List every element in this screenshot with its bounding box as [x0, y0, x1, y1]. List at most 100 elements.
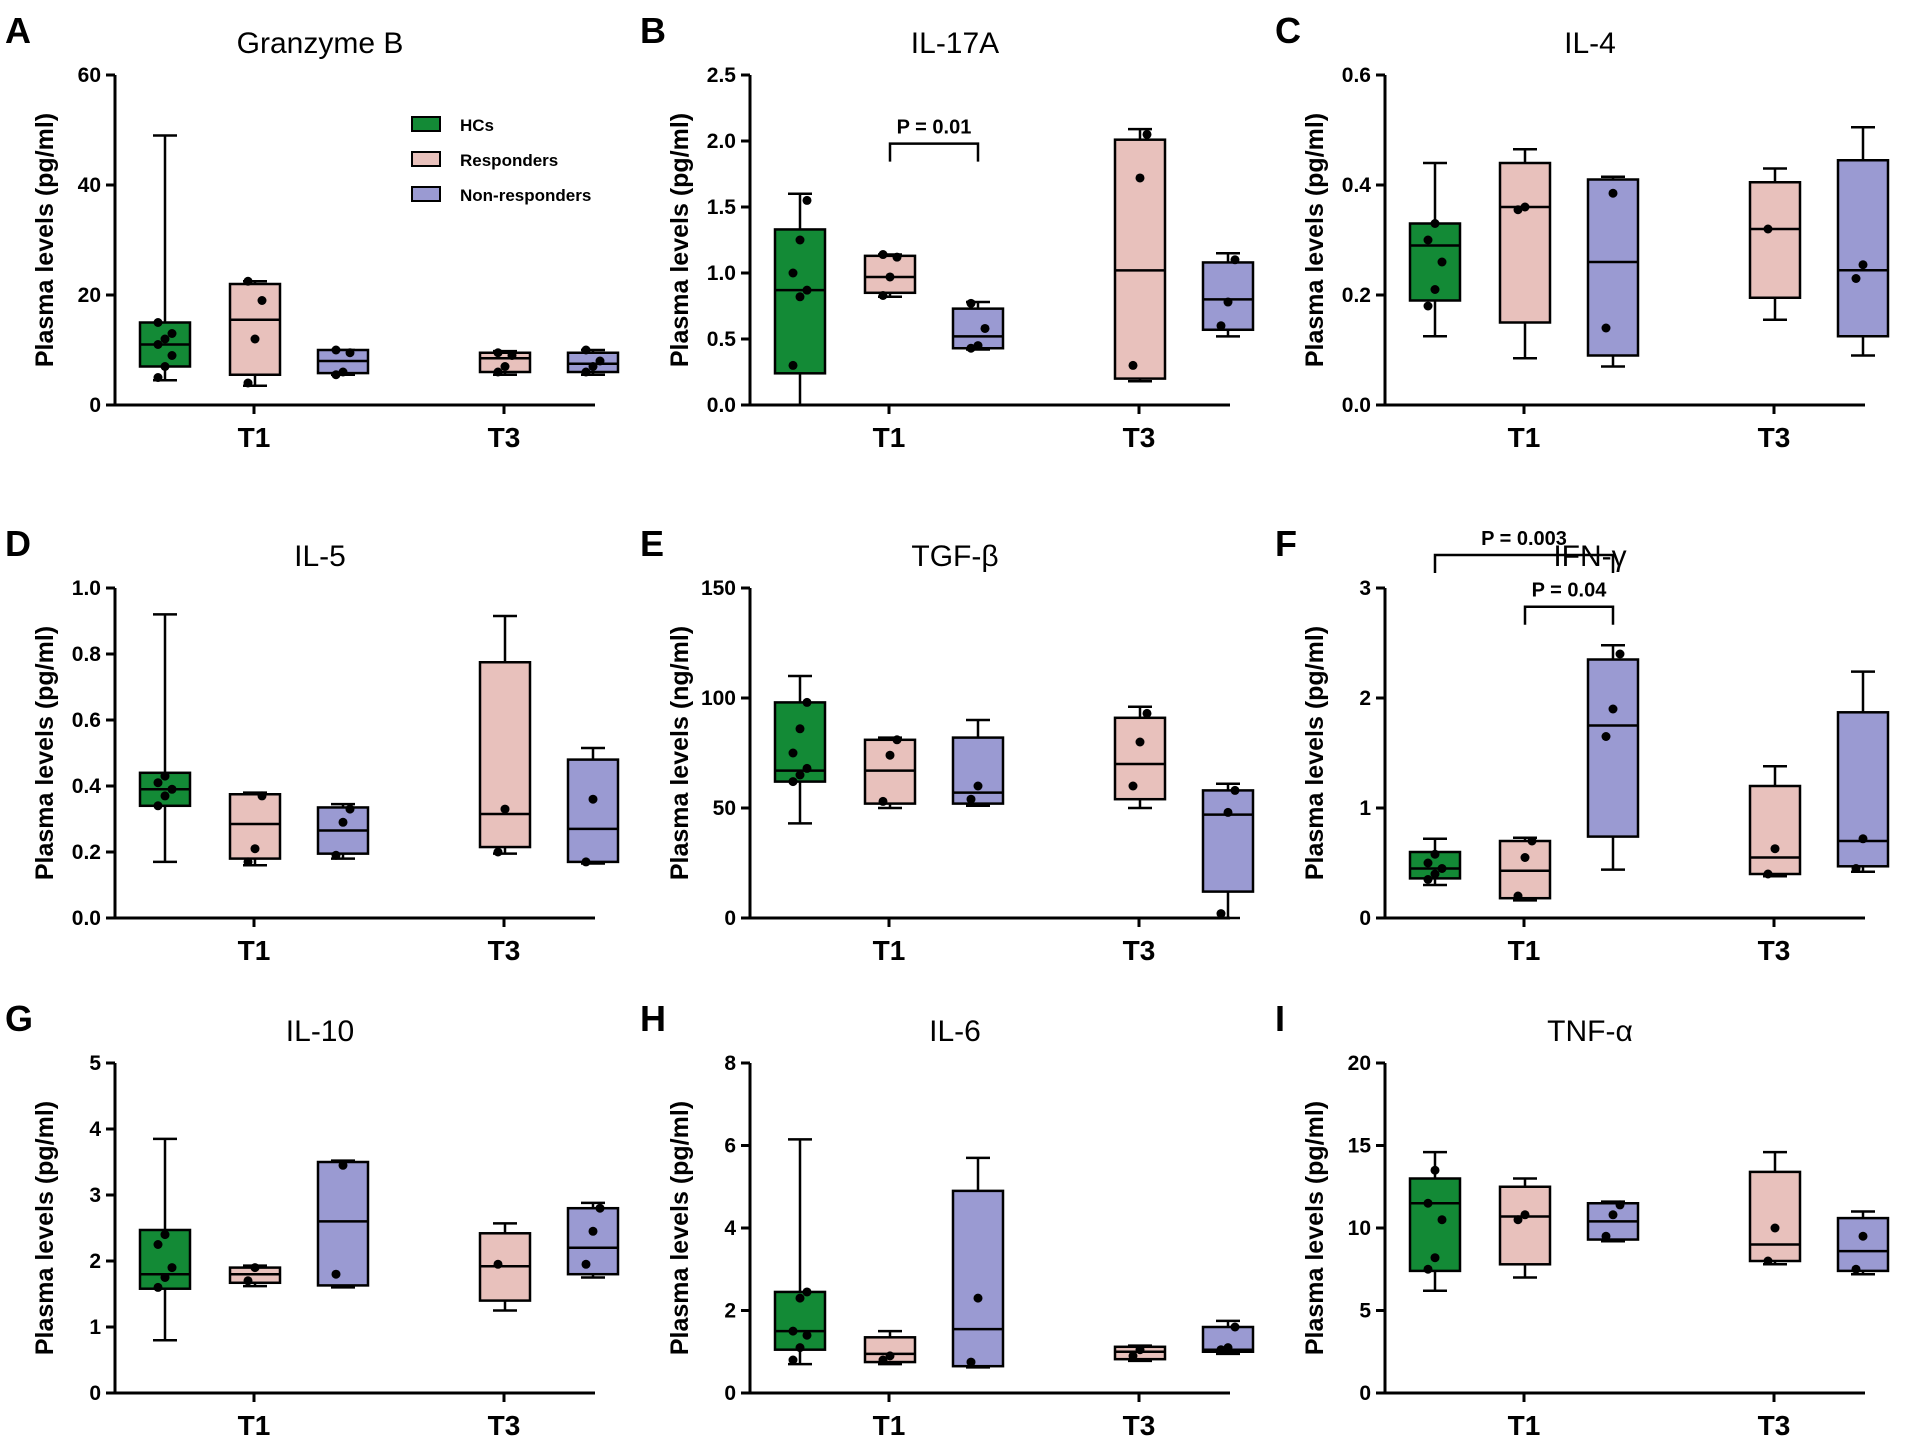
data-point	[1520, 853, 1530, 862]
box-non-responders-t1	[951, 718, 1005, 808]
data-point	[1770, 844, 1780, 854]
y-axis-label: Plasma levels (ng/ml)	[666, 626, 694, 880]
data-point	[795, 724, 805, 734]
data-point	[1615, 1200, 1625, 1210]
x-tick-label: T1	[238, 1410, 271, 1438]
data-point	[167, 1263, 177, 1273]
y-tick-label: 20	[78, 284, 101, 307]
data-point	[788, 1355, 798, 1365]
data-point	[153, 801, 163, 811]
y-tick-label: 0.8	[72, 643, 102, 666]
y-tick-label: 4	[89, 1118, 101, 1141]
data-point	[802, 195, 812, 205]
panel-letter: B	[640, 10, 666, 51]
data-point	[493, 348, 503, 358]
data-point	[167, 351, 177, 360]
legend-item: Responders	[411, 151, 558, 170]
box-responders-t3	[478, 614, 532, 857]
y-tick-label: 60	[78, 64, 101, 87]
box-iqr	[228, 282, 282, 376]
panel-letter: F	[1275, 523, 1297, 564]
data-point	[1763, 1256, 1773, 1266]
legend-swatch	[411, 186, 441, 202]
y-axis-label: Plasma levels (pg/ml)	[1301, 113, 1329, 367]
data-point	[1230, 255, 1240, 265]
data-point	[250, 1263, 260, 1273]
y-tick-label: 0.2	[72, 841, 101, 864]
data-point	[1430, 869, 1440, 879]
data-point	[1851, 864, 1861, 873]
box-hcs-t1	[1408, 837, 1462, 887]
box-non-responders-t3	[1836, 1210, 1890, 1276]
data-point	[973, 1293, 983, 1303]
data-point	[1858, 834, 1868, 844]
data-point	[257, 791, 267, 801]
data-point	[493, 1259, 503, 1269]
data-point	[581, 345, 591, 355]
data-point	[345, 348, 355, 358]
y-tick-label: 0.2	[1342, 284, 1371, 307]
box-responders-t3	[1113, 1344, 1167, 1363]
data-point	[1223, 297, 1233, 307]
x-tick-label: T3	[1123, 1410, 1156, 1438]
box-non-responders-t3	[566, 1201, 620, 1279]
y-tick-label: 20	[1348, 1052, 1371, 1075]
data-point	[1423, 235, 1433, 245]
y-axis-label: Plasma levels (pg/ml)	[1301, 1101, 1329, 1355]
box-hcs-t1	[138, 613, 192, 864]
bracket-line	[1523, 605, 1615, 625]
data-point	[966, 343, 976, 353]
y-tick-label: 0.0	[1342, 394, 1371, 417]
box-iqr	[863, 254, 917, 295]
x-tick-label: T3	[488, 935, 521, 966]
box-iqr	[566, 758, 620, 864]
x-tick-label: T3	[1758, 1410, 1791, 1438]
data-point	[1135, 737, 1145, 747]
y-tick-label: 0	[724, 907, 736, 930]
data-point	[507, 351, 517, 360]
data-point	[588, 362, 598, 371]
legend-label: Non-responders	[460, 186, 591, 205]
data-point	[966, 794, 976, 804]
box-responders-t1	[1498, 1177, 1552, 1279]
data-point	[160, 791, 170, 801]
box-iqr	[1201, 789, 1255, 893]
box-iqr	[1113, 716, 1167, 801]
data-point	[795, 1343, 805, 1353]
box-non-responders-t1	[316, 1159, 370, 1289]
bracket-line	[1433, 553, 1615, 573]
data-point	[243, 276, 253, 286]
y-tick-label: 0	[89, 1382, 101, 1405]
data-point	[167, 784, 177, 794]
data-point	[1128, 1351, 1138, 1361]
panel-letter: I	[1275, 998, 1285, 1039]
box-iqr	[1498, 1185, 1552, 1266]
data-point	[1223, 1343, 1233, 1353]
x-tick-label: T1	[238, 422, 271, 453]
box-hcs-t1	[138, 134, 192, 382]
x-tick-label: T1	[1508, 422, 1541, 453]
data-point	[581, 367, 591, 377]
box-responders-t1	[228, 791, 282, 867]
data-point	[1601, 732, 1611, 741]
data-point	[885, 272, 895, 282]
data-point	[788, 1326, 798, 1336]
x-tick-label: T1	[873, 1410, 906, 1438]
chart-title: IL-5	[294, 540, 346, 573]
data-point	[788, 360, 798, 370]
panel-letter: A	[5, 10, 31, 51]
box-iqr	[566, 1206, 620, 1276]
data-point	[1615, 649, 1625, 659]
data-point	[153, 778, 163, 788]
data-point	[1851, 1264, 1861, 1274]
chart-title: IL-6	[929, 1015, 981, 1048]
y-tick-label: 0.5	[707, 328, 737, 351]
box-iqr	[1201, 261, 1255, 332]
y-tick-label: 2.0	[707, 130, 736, 153]
box-non-responders-t1	[1586, 643, 1640, 871]
data-point	[160, 362, 170, 371]
